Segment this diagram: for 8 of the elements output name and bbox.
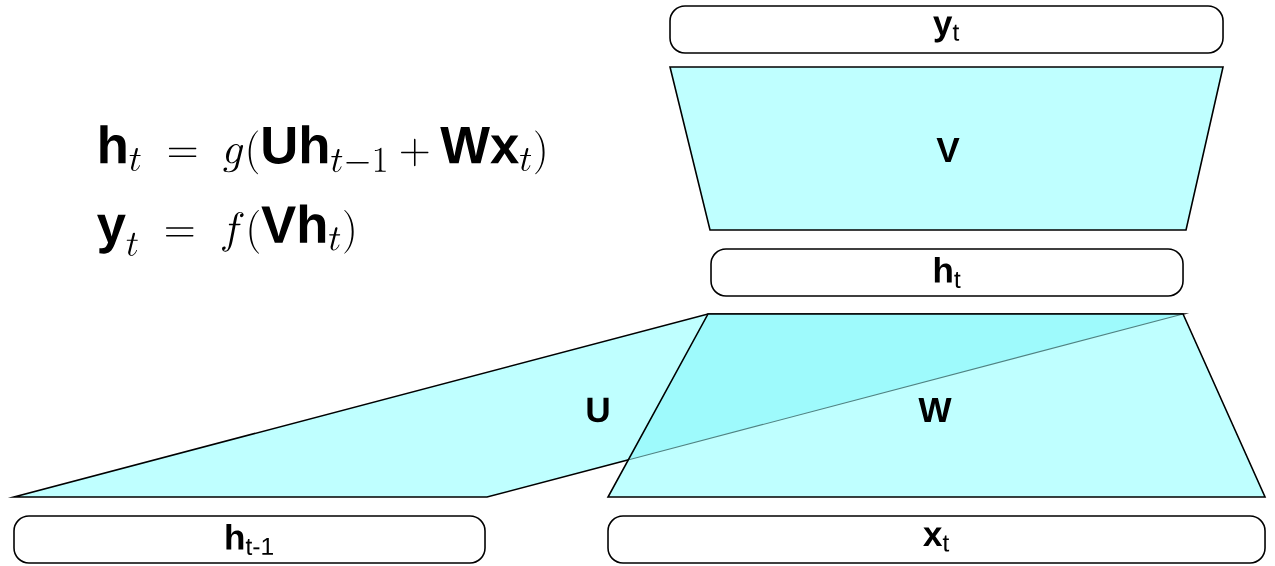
layer-box: h$_{t}$ [710, 248, 1184, 297]
layer-box: y$_{t}$ [669, 5, 1224, 54]
equation: $\textbf{h}_t \;=\; g(\textbf{U}\textbf{h}_{t-1} + \textbf{W}\textbf{x}_t)$ [100, 125, 545, 175]
layer-box: x$_{t}$ [607, 515, 1266, 564]
equation: $\textbf{y}_t \;=\; f(\textbf{V}\textbf{h}_t)$ [97, 204, 354, 256]
node-label: W [918, 397, 952, 423]
layer-box: h$_{t-1}$ [13, 515, 486, 564]
weight-trapezoid: V [669, 66, 1224, 231]
